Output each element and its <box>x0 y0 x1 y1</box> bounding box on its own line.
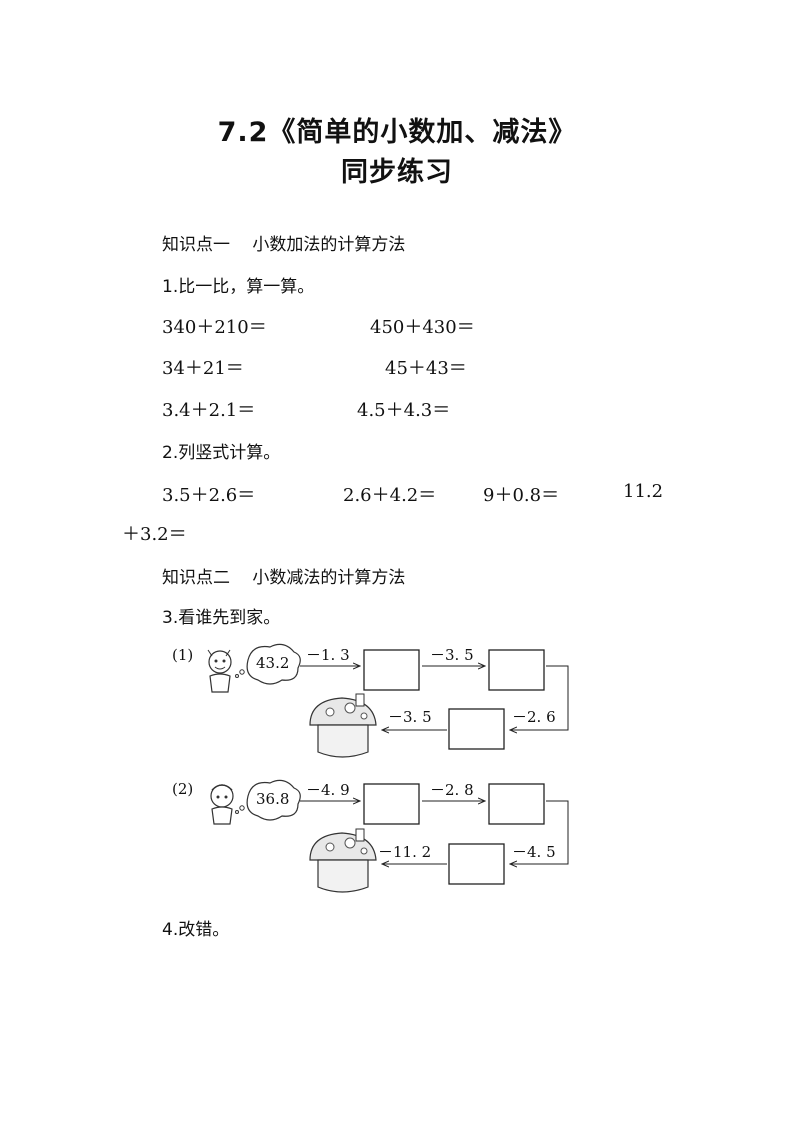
path-1: (1) 43.2 －1. 3 －3. 5 －2. 6 －3. 5 <box>172 643 569 758</box>
section-heading-subtraction: 知识点二 小数减法的计算方法 <box>162 568 406 588</box>
answer-box-2-1[interactable] <box>363 783 420 825</box>
answer-box-2-2[interactable] <box>488 783 545 825</box>
answer-box-2-3[interactable] <box>448 843 505 885</box>
q1-expr-3a: 3.4＋2.1＝ <box>162 400 256 421</box>
path-1-tag: (1) <box>172 646 193 664</box>
child-icon <box>207 649 232 693</box>
path-1-step-2: －3. 5 <box>430 646 474 664</box>
section-heading-addition: 知识点一 小数加法的计算方法 <box>162 235 406 255</box>
path-2-step-1: －4. 9 <box>306 781 350 799</box>
path-2: (2) 36.8 －4. 9 －2. 8 －4. 5 －11. 2 <box>172 779 569 893</box>
q1-expr-2a: 34＋21＝ <box>162 358 244 379</box>
q1-expr-1b: 450＋430＝ <box>370 317 475 338</box>
q1-expr-2b: 45＋43＝ <box>385 358 467 379</box>
q2-expr-3: 9＋0.8＝ <box>483 485 560 506</box>
q2-expr-1: 3.5＋2.6＝ <box>162 485 256 506</box>
q2-expr-4-part2: ＋3.2＝ <box>122 524 187 545</box>
answer-box-1-2[interactable] <box>488 649 545 691</box>
q2-expr-2: 2.6＋4.2＝ <box>343 485 437 506</box>
path-2-start-number: 36.8 <box>256 790 289 808</box>
thought-cloud-2: 36.8 <box>235 779 301 821</box>
path-1-step-3: －2. 6 <box>512 708 556 726</box>
path-1-step-1: －1. 3 <box>306 646 350 664</box>
question-2-label: 2.列竖式计算。 <box>162 443 281 463</box>
answer-box-1-1[interactable] <box>363 649 420 691</box>
path-2-tag: (2) <box>172 780 193 798</box>
worksheet-title: 7.2《简单的小数加、减法》 <box>217 117 577 148</box>
q2-expr-4-part1: 11.2 <box>623 481 664 502</box>
q1-expr-3b: 4.5＋4.3＝ <box>357 400 451 421</box>
q1-expr-1a: 340＋210＝ <box>162 317 267 338</box>
question-4-label: 4.改错。 <box>162 920 230 940</box>
question-3-label: 3.看谁先到家。 <box>162 608 281 628</box>
worksheet-subtitle: 同步练习 <box>341 157 453 188</box>
path-1-start-number: 43.2 <box>256 654 289 672</box>
mushroom-house-icon <box>309 693 377 758</box>
path-2-step-4: －11. 2 <box>378 843 431 861</box>
path-2-step-3: －4. 5 <box>512 843 556 861</box>
path-1-step-4: －3. 5 <box>388 708 432 726</box>
answer-box-1-3[interactable] <box>448 708 505 750</box>
thought-cloud: 43.2 <box>235 643 301 685</box>
question-1-label: 1.比一比，算一算。 <box>162 277 315 297</box>
path-2-step-2: －2. 8 <box>430 781 474 799</box>
mushroom-house-icon-2 <box>309 828 377 893</box>
child-icon-2 <box>210 784 234 825</box>
